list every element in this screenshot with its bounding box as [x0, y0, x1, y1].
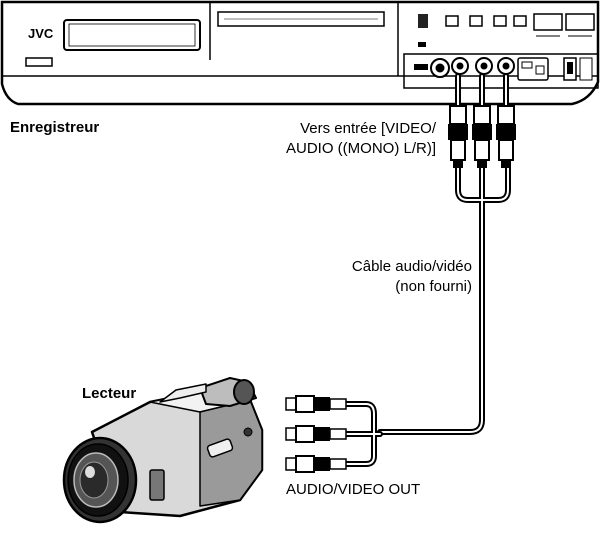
camcorder-icon: [62, 377, 264, 524]
cable-label-line2: (non fourni): [395, 278, 472, 295]
output-label: AUDIO/VIDEO OUT: [286, 481, 421, 498]
bottom-plugs: [285, 395, 347, 473]
recorder-label: Enregistreur: [10, 119, 100, 136]
recorder-brand-logo: JVC: [28, 26, 54, 41]
top-cable: [377, 73, 511, 435]
input-label-line1: Vers entrée [VIDEO/: [300, 120, 436, 137]
player-label: Lecteur: [82, 385, 137, 402]
bottom-cable: [343, 401, 383, 467]
recorder-unit: [0, 0, 600, 106]
top-plugs: [448, 105, 516, 168]
cable-label-line1: Câble audio/vidéo: [351, 258, 472, 275]
input-label-line2: AUDIO ((MONO) L/R)]: [286, 140, 436, 157]
